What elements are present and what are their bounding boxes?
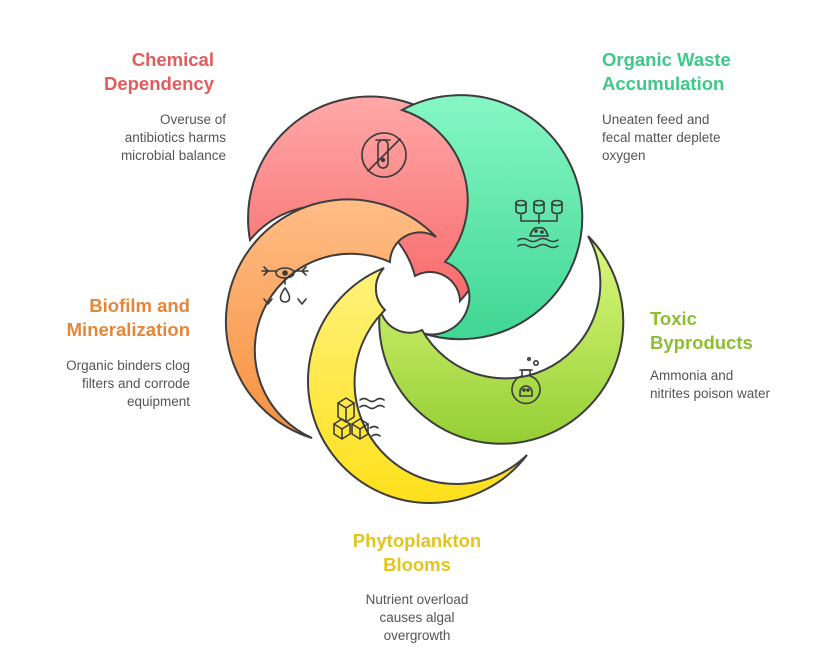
phyto-description: Nutrient overload causes algal overgrowt…	[312, 591, 522, 645]
phyto-desc-line: Nutrient overload	[365, 592, 469, 607]
biofilm-desc-line: equipment	[126, 394, 190, 409]
chemical-desc-line: Overuse of	[159, 112, 226, 127]
phyto-title-line: Phytoplankton	[352, 530, 482, 551]
segment-toxic	[378, 235, 625, 445]
toxic-title-line: Toxic	[650, 308, 697, 329]
segment-biofilm	[224, 198, 437, 439]
organic-desc-line: fecal matter deplete	[602, 130, 721, 145]
toxic-title: Toxic Byproducts	[650, 307, 810, 355]
no-test-tube-icon	[361, 132, 407, 178]
filter-drip-icon	[261, 266, 309, 305]
phyto-title: Phytoplankton Blooms	[312, 529, 522, 577]
organic-title-line: Organic Waste	[602, 49, 731, 70]
biofilm-description: Organic binders clog filters and corrode…	[20, 357, 190, 411]
biofilm-desc-line: Organic binders clog	[66, 358, 190, 373]
toxic-desc-line: nitrites poison water	[650, 386, 771, 401]
poison-flask-icon	[511, 356, 541, 405]
algae-blocks-icon	[333, 397, 385, 440]
phyto-desc-line: overgrowth	[383, 628, 451, 643]
toxic-description: Ammonia and nitrites poison water	[650, 367, 820, 403]
chemical-title: Chemical Dependency	[40, 48, 214, 96]
chemical-desc-line: microbial balance	[120, 148, 226, 163]
feed-waste-icon	[515, 199, 563, 249]
organic-title: Organic Waste Accumulation	[602, 48, 802, 96]
organic-title-line: Accumulation	[602, 73, 725, 94]
biofilm-title-line: Biofilm and	[89, 295, 190, 316]
toxic-desc-line: Ammonia and	[650, 368, 734, 383]
organic-description: Uneaten feed and fecal matter deplete ox…	[602, 111, 802, 165]
chemical-description: Overuse of antibiotics harms microbial b…	[40, 111, 226, 165]
chemical-desc-line: antibiotics harms	[124, 130, 226, 145]
biofilm-title: Biofilm and Mineralization	[20, 294, 190, 342]
organic-desc-line: Uneaten feed and	[602, 112, 710, 127]
toxic-title-line: Byproducts	[650, 332, 753, 353]
chemical-title-line: Chemical	[131, 49, 214, 70]
chemical-title-line: Dependency	[103, 73, 214, 94]
segment-organic	[399, 94, 584, 341]
phyto-title-line: Blooms	[383, 554, 451, 575]
organic-desc-line: oxygen	[602, 148, 646, 163]
segment-phyto	[307, 267, 528, 504]
biofilm-desc-line: filters and corrode	[81, 376, 190, 391]
phyto-desc-line: causes algal	[379, 610, 455, 625]
biofilm-title-line: Mineralization	[66, 319, 190, 340]
